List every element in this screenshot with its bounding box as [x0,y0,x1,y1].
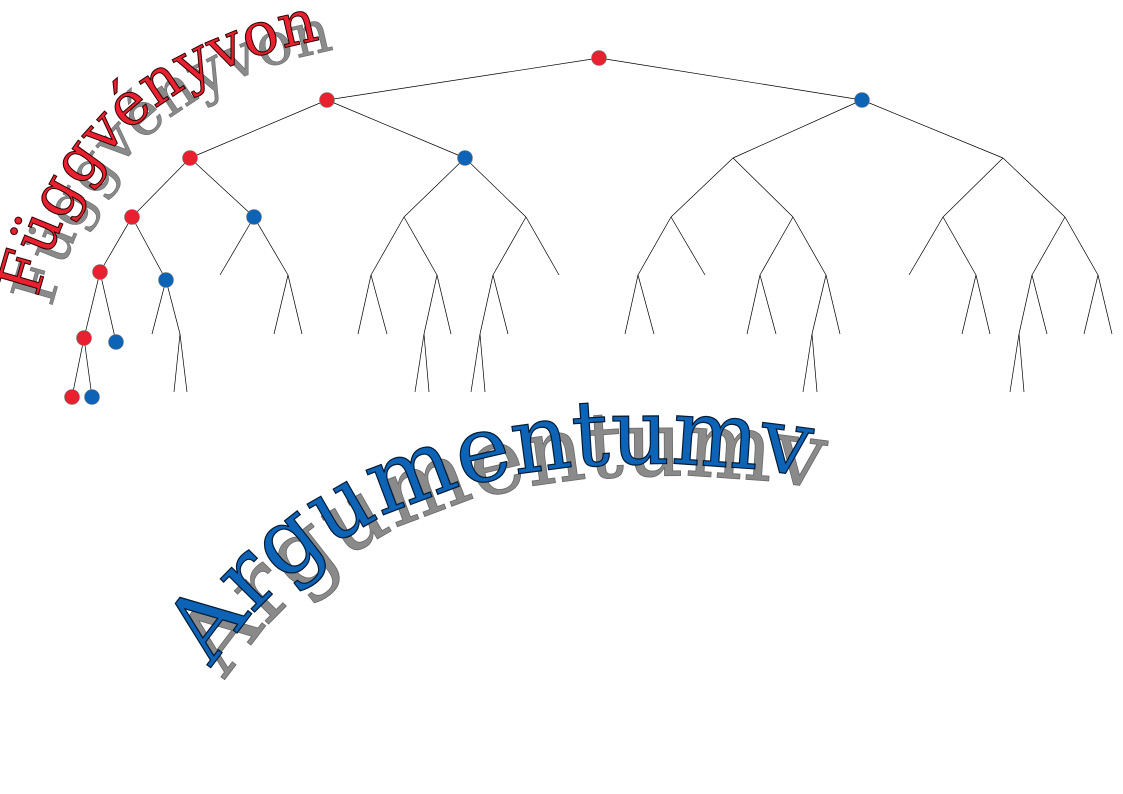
node-l1-right [854,92,870,108]
node-l1-left [319,92,335,108]
node-l4-right [158,272,174,288]
node-l5-right [108,334,124,350]
node-root [591,50,607,66]
tree-edges [71,57,1113,398]
function-line-label: Függvényvonal Függvényvonal [0,0,338,312]
node-l3-right [246,209,262,225]
node-l2-right [457,150,473,166]
node-l2-left [182,150,198,166]
node-l6-right [84,389,100,405]
node-l3-left [124,209,140,225]
node-l4-left [92,264,108,280]
node-l5-left [76,330,92,346]
tree-nodes [64,50,870,405]
node-l6-left [64,389,80,405]
function-line-label-text: Függvényvonal [0,0,324,302]
